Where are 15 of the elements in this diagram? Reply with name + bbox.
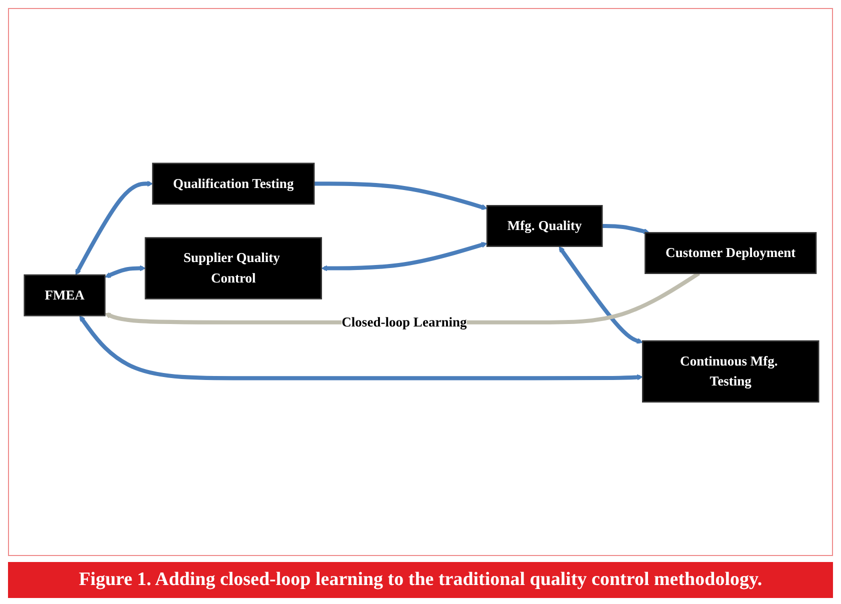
- arrow: [558, 246, 643, 344]
- arrow: [321, 242, 488, 272]
- node-box: FMEA: [24, 274, 106, 317]
- edge-label: Closed-loop Learning: [342, 315, 467, 330]
- node-box: Mfg. Quality: [486, 205, 603, 248]
- node-box: Continuous Mfg. Testing: [642, 340, 820, 403]
- arrow: [314, 182, 488, 210]
- node-box: Supplier Quality Control: [144, 238, 322, 300]
- arrow: [602, 224, 650, 235]
- node-box: Customer Deployment: [644, 232, 817, 274]
- arrow: [75, 181, 154, 276]
- figure-caption: Figure 1. Adding closed-loop learning to the traditional quality control methodology.: [78, 569, 762, 591]
- arrow: [104, 266, 146, 278]
- node-box: Qualification Testing: [152, 163, 315, 206]
- arrow: [79, 316, 643, 381]
